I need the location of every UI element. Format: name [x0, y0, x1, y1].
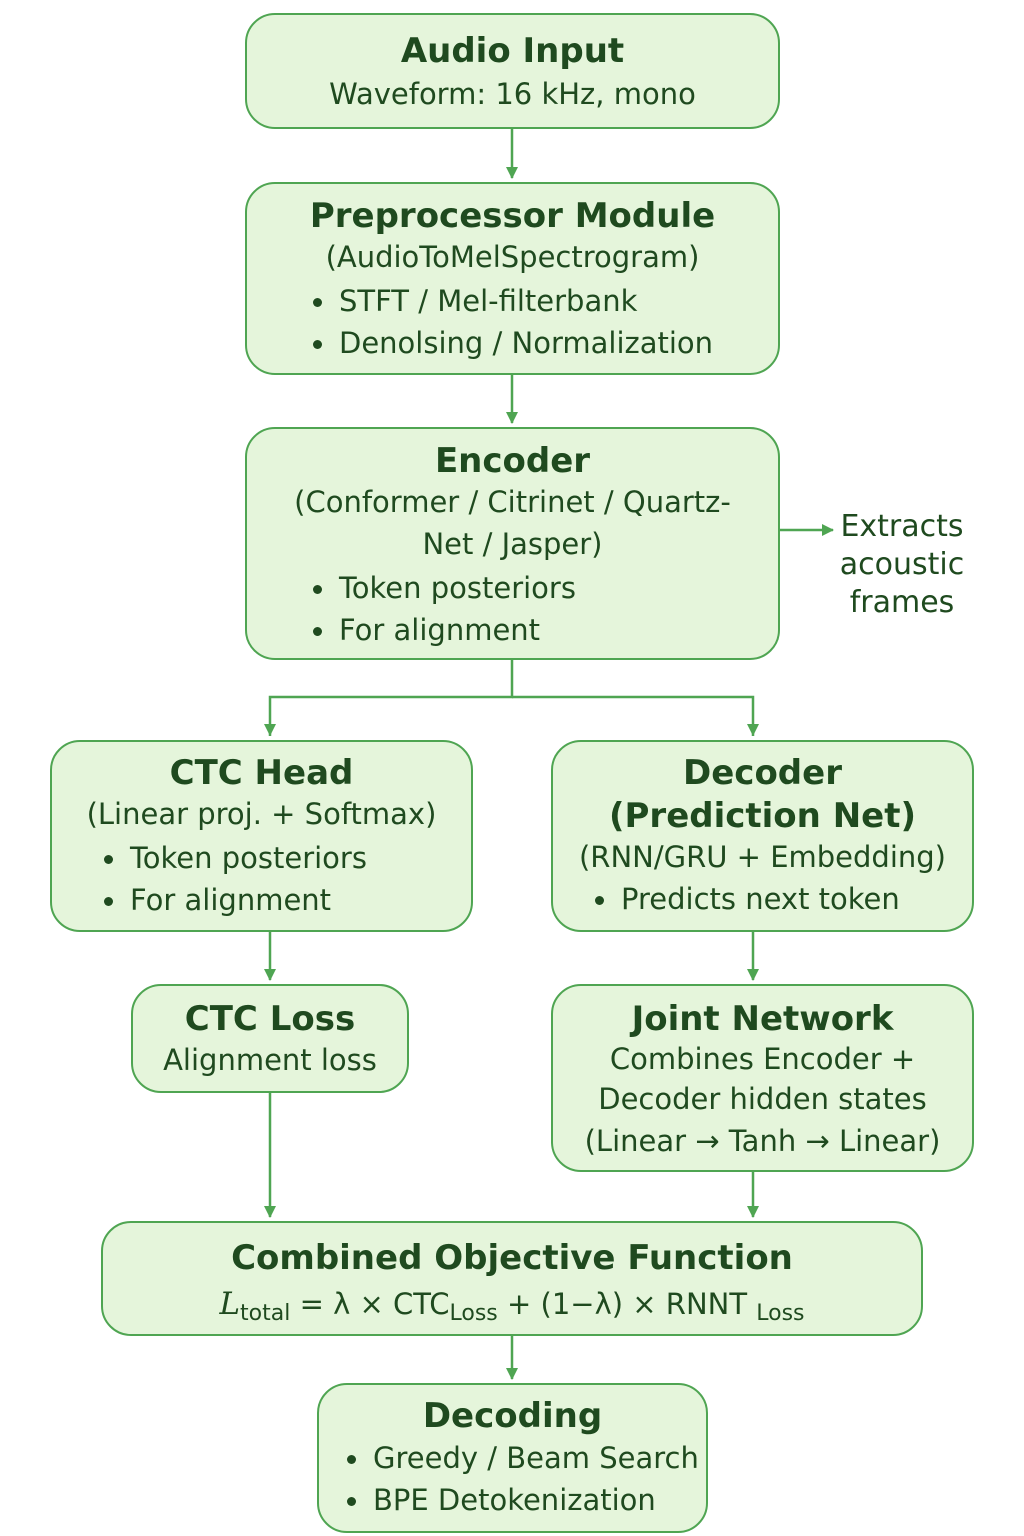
formula-L-subscript: total	[240, 1301, 291, 1326]
decoder-title-line2: (Prediction Net)	[608, 796, 917, 836]
decoding-box: Decoding Greedy / Beam Search BPE Detoke…	[317, 1383, 708, 1533]
preprocessor-box: Preprocessor Module (AudioToMelSpectrogr…	[245, 182, 780, 375]
ctc-head-bullets: Token posteriors For alignment	[100, 837, 471, 921]
joint-network-line: (Linear → Tanh → Linear)	[584, 1124, 941, 1158]
ctc-loss-box: CTC Loss Alignment loss	[131, 984, 409, 1093]
ctc-head-subtitle: (Linear proj. + Softmax)	[86, 797, 437, 831]
bullet-item: Token posteriors	[309, 567, 778, 609]
encoder-title: Encoder	[434, 441, 591, 481]
audio-input-box: Audio Input Waveform: 16 kHz, mono	[245, 13, 780, 129]
decoder-bullets: Predicts next token	[591, 878, 972, 920]
ctc-head-box: CTC Head (Linear proj. + Softmax) Token …	[50, 740, 473, 932]
combined-objective-title: Combined Objective Function	[231, 1238, 793, 1278]
formula-rnnt-subscript: Loss	[756, 1301, 805, 1326]
side-note-line: Extracts	[840, 509, 964, 544]
bullet-item: Token posteriors	[100, 837, 471, 879]
formula-part2: + (1−λ) × RNNT	[497, 1287, 757, 1321]
preprocessor-subtitle: (AudioToMelSpectrogram)	[325, 240, 700, 274]
bullet-item: STFT / Mel-filterbank	[309, 280, 778, 322]
preprocessor-bullets: STFT / Mel-filterbank Denolsing / Normal…	[309, 280, 778, 364]
bullet-item: Denolsing / Normalization	[309, 322, 778, 364]
arrow-encoder-split-right	[512, 695, 755, 736]
preprocessor-title: Preprocessor Module	[309, 196, 716, 236]
joint-network-box: Joint Network Combines Encoder + Decoder…	[551, 984, 974, 1172]
encoder-side-note: Extracts acoustic frames	[832, 508, 972, 622]
formula-part1: = λ × CTC	[290, 1287, 450, 1321]
bullet-item: BPE Detokenization	[343, 1479, 706, 1521]
encoder-box: Encoder (Conformer / Citrinet / Quartz- …	[245, 427, 780, 660]
ctc-head-title: CTC Head	[169, 753, 354, 793]
bullet-item: For alignment	[309, 609, 778, 651]
decoder-subtitle: (RNN/GRU + Embedding)	[578, 840, 946, 874]
decoder-box: Decoder (Prediction Net) (RNN/GRU + Embe…	[551, 740, 974, 932]
ctc-loss-title: CTC Loss	[184, 999, 356, 1039]
encoder-subtitle-line1: (Conformer / Citrinet / Quartz-	[294, 485, 731, 519]
decoding-bullets: Greedy / Beam Search BPE Detokenization	[343, 1437, 706, 1521]
side-note-line: frames	[849, 585, 955, 620]
audio-input-title: Audio Input	[400, 31, 625, 71]
arrow-encoder-split	[268, 660, 514, 736]
encoder-subtitle-line2: Net / Jasper)	[422, 527, 603, 561]
side-note-line: acoustic	[839, 547, 965, 582]
formula-ctc-subscript: Loss	[449, 1301, 498, 1326]
decoder-title-line1: Decoder	[683, 753, 842, 793]
bullet-item: For alignment	[100, 879, 471, 921]
decoding-title: Decoding	[422, 1396, 603, 1436]
audio-input-subtitle: Waveform: 16 kHz, mono	[329, 77, 696, 111]
combined-objective-box: Combined Objective Function Ltotal = λ ×…	[101, 1221, 923, 1336]
joint-network-title: Joint Network	[631, 999, 894, 1039]
joint-network-line: Combines Encoder +	[609, 1042, 916, 1076]
formula-L: L	[219, 1286, 241, 1322]
bullet-item: Predicts next token	[591, 878, 972, 920]
ctc-loss-subtitle: Alignment loss	[163, 1043, 377, 1077]
joint-network-line: Decoder hidden states	[598, 1082, 927, 1116]
loss-formula: Ltotal = λ × CTCLoss + (1−λ) × RNNT Loss	[103, 1282, 921, 1336]
encoder-bullets: Token posteriors For alignment	[309, 567, 778, 651]
bullet-item: Greedy / Beam Search	[343, 1437, 706, 1479]
